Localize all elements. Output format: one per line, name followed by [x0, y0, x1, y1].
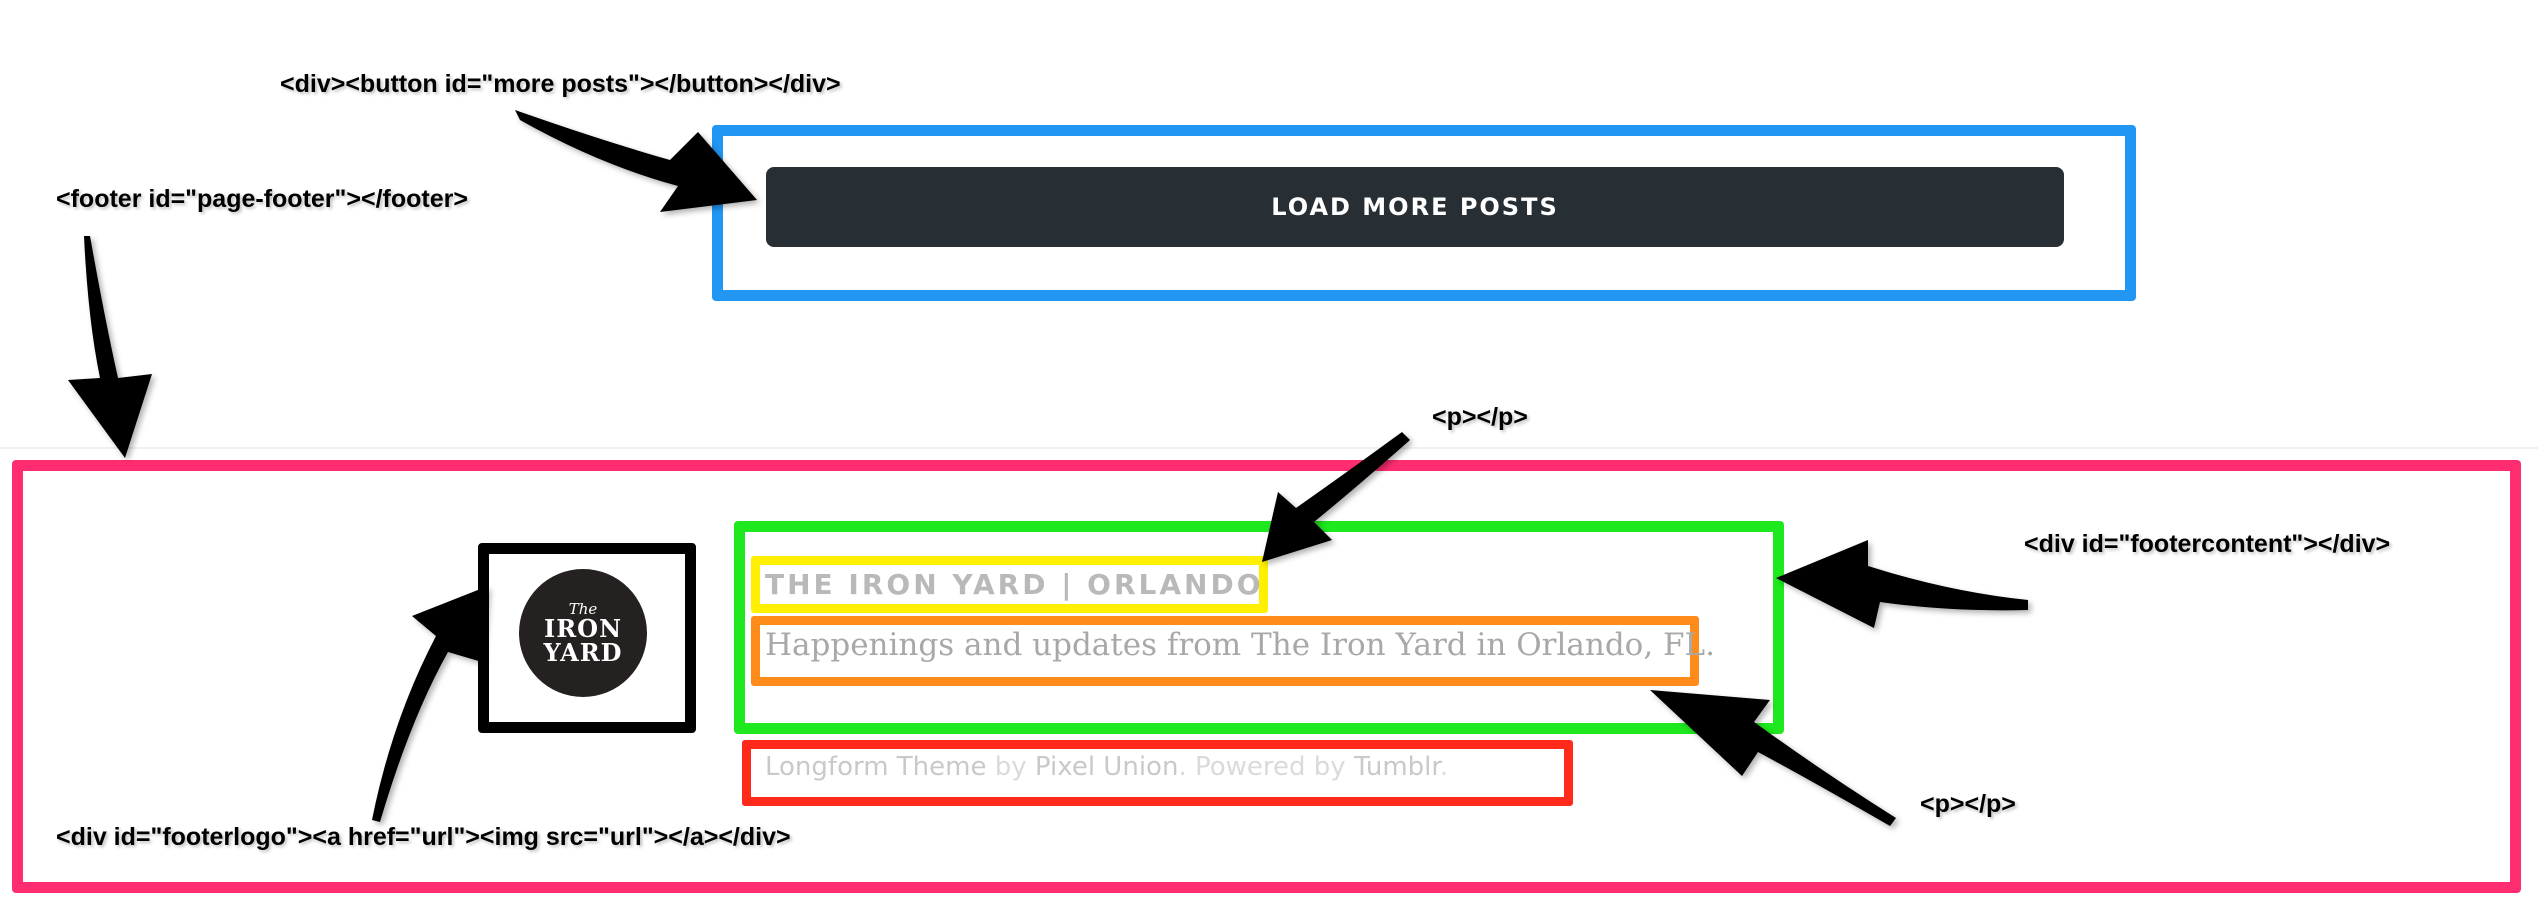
- load-more-posts-button[interactable]: LOAD MORE POSTS: [766, 167, 2064, 247]
- title-highlight-box: [751, 556, 1268, 613]
- footer-content-highlight-box: [734, 521, 1784, 734]
- credit-powered-text: . Powered by: [1178, 752, 1354, 782]
- arrow-to-button: [515, 110, 757, 212]
- footer-site-description: Happenings and updates from The Iron Yar…: [765, 627, 1715, 663]
- footer-divider: [0, 447, 2538, 449]
- logo-the-text: The: [568, 599, 598, 618]
- arrow-to-description: [1650, 690, 1896, 826]
- page-footer-highlight-box: [12, 460, 2521, 893]
- credit-by-text: by: [986, 752, 1035, 782]
- logo-yard-text: YARD: [543, 637, 623, 667]
- footercontent-annotation: <div id="footercontent"></div>: [2024, 530, 2391, 558]
- longform-theme-link[interactable]: Longform Theme: [765, 752, 987, 782]
- logo-iron-text: IRON: [543, 613, 622, 643]
- more-posts-highlight-box: [712, 125, 2136, 301]
- arrow-to-footer: [68, 236, 152, 458]
- arrow-to-footercontent: [1776, 540, 2028, 628]
- footer-credit-line: Longform Theme by Pixel Union. Powered b…: [765, 752, 1448, 782]
- footer-site-title: THE IRON YARD | ORLANDO: [765, 568, 1264, 601]
- title-p-annotation: <p></p>: [1432, 403, 1528, 431]
- credit-end-text: .: [1439, 752, 1448, 782]
- desc-p-annotation: <p></p>: [1920, 790, 2016, 818]
- tumblr-link[interactable]: Tumblr: [1353, 752, 1440, 782]
- iron-yard-logo[interactable]: The IRON YARD: [519, 569, 647, 697]
- more-posts-annotation: <div><button id="more posts"></button></…: [280, 70, 841, 98]
- footerlogo-annotation: <div id="footerlogo"><a href="url"><img …: [56, 823, 791, 851]
- description-highlight-box: [751, 616, 1699, 686]
- pixel-union-link[interactable]: Pixel Union: [1034, 752, 1179, 782]
- arrow-to-title: [1262, 432, 1410, 562]
- credit-highlight-box: [742, 740, 1573, 806]
- arrow-to-logo: [372, 586, 488, 822]
- page-footer-annotation: <footer id="page-footer"></footer>: [56, 185, 468, 213]
